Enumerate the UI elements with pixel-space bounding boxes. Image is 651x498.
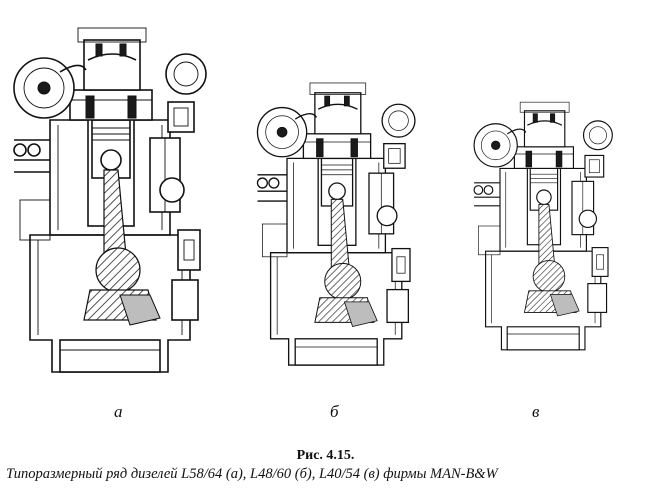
engine-b	[256, 82, 416, 366]
label-a: а	[114, 402, 123, 421]
label-b: б	[330, 402, 339, 421]
engine-a	[13, 27, 207, 373]
engine-v	[473, 101, 613, 351]
label-v: в	[532, 402, 540, 421]
figure-caption: Типоразмерный ряд дизелей L58/64 (а), L4…	[6, 466, 498, 482]
figure-title: Рис. 4.15.	[296, 448, 355, 463]
